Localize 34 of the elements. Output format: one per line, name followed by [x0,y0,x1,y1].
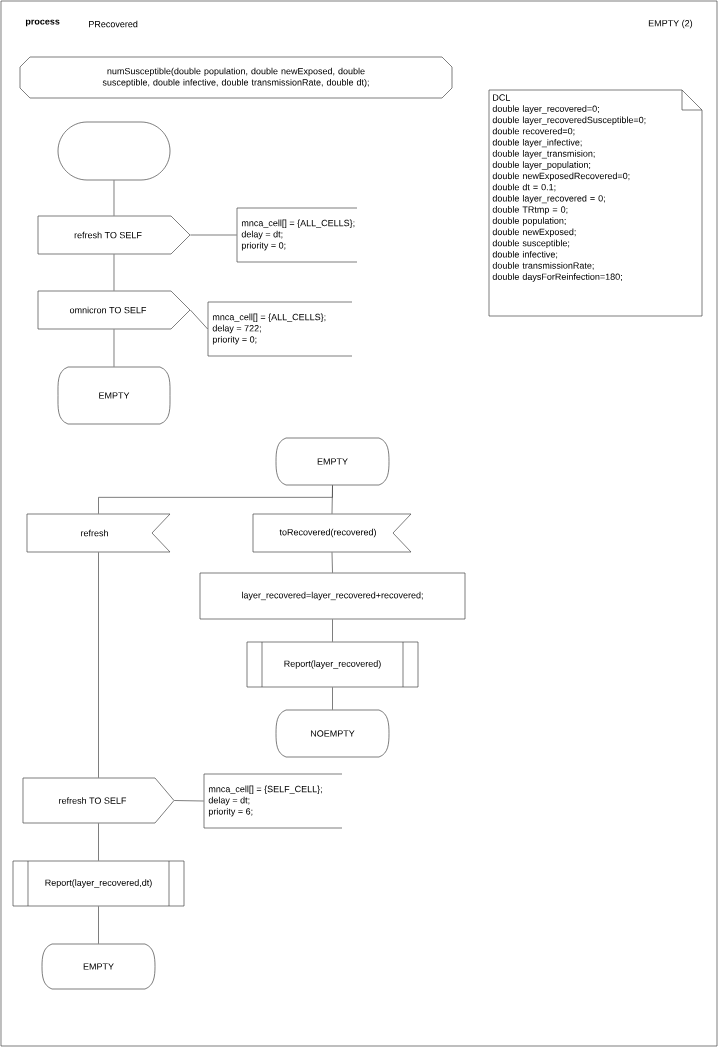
state-count: EMPTY (2) [648,19,693,29]
comment-box: mnca_cell[] = {SELF_CELL}; delay = dt; priority = 6; [203,773,343,829]
task-box: layer_recovered=layer_recovered+recovered; [199,572,466,620]
flow-line [113,329,115,367]
flow-line [190,309,208,330]
state-symbol: EMPTY [275,437,390,486]
state-symbol: NOEMPTY [275,709,390,758]
flow-line [98,906,99,944]
flow-line [331,552,333,573]
flow-line [190,234,237,236]
comment-box: mnca_cell[] = {ALL_CELLS}; delay = 722; priority = 0; [207,301,353,357]
procedure-call: Report(layer_recovered) [246,641,419,688]
start-symbol [57,121,171,181]
flow-line [113,180,115,216]
flow-line [113,254,115,291]
flow-line [98,552,99,778]
keyword: process [25,19,60,27]
procedure-call: Report(layer_recovered,dt) [12,860,185,907]
output-signal: refresh TO SELF [22,777,175,824]
state-symbol: EMPTY [41,943,156,990]
flow-line [332,687,333,710]
flow-line [331,485,333,514]
flow-line [174,800,204,802]
flow-line [332,619,333,642]
process-name: PRecovered [89,20,138,28]
input-signal: refresh [26,513,171,553]
input-signal: toRecovered(recovered) [252,513,412,553]
procedure-heading: numSusceptible(double population, double newExposed, double susceptible, double infective, double transmissionRate, double dt); [19,56,453,99]
output-signal: refresh TO SELF [37,215,191,255]
declaration-box: DCL double layer_recovered=0; double layer_recoveredSusceptible=0; double recovered=0; double layer_infective; double layer_transmision; double layer_population; double newExposedRecovered=0; double dt = 0.1; double layer_recovered = 0; double TRtmp = 0; double population; double newExposed; double susceptible; double infective; double transmissionRate; double daysForReinfection=180; [488,89,703,317]
comment-box: mnca_cell[] = {ALL_CELLS}; delay = dt; priority = 0; [236,207,358,263]
flow-line [98,823,99,861]
state-symbol: EMPTY [57,366,171,425]
output-signal: omnicron TO SELF [37,290,191,330]
